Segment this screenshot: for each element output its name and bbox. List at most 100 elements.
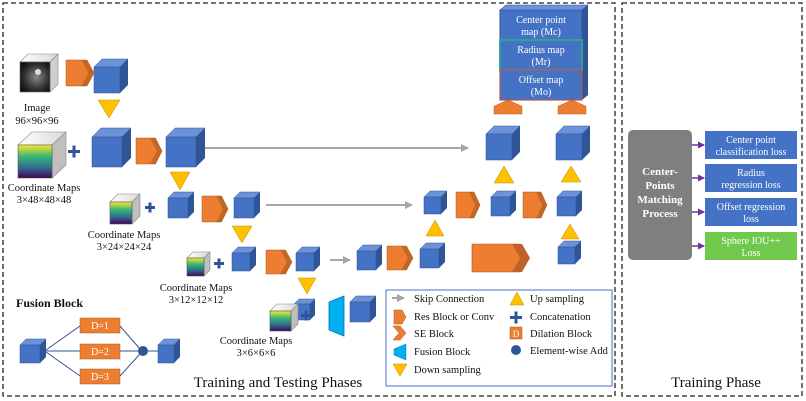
d2-label: D=2 xyxy=(91,347,109,358)
legend-skip: Skip Connection xyxy=(414,294,485,305)
legend-res: Res Block or Conv xyxy=(414,312,495,323)
feature-cube xyxy=(557,240,582,265)
feature-cube xyxy=(555,125,591,161)
coord-map-4 xyxy=(269,303,299,332)
offset-map-line1: Offset map xyxy=(519,75,564,86)
up-sampling-triangle xyxy=(560,165,582,183)
feature-cube xyxy=(167,191,195,219)
res-block xyxy=(455,191,481,219)
res-blocks xyxy=(65,59,548,275)
coord-dims-4: 3×6×6×6 xyxy=(237,348,276,359)
fusion-block-shape xyxy=(328,295,345,337)
fusion-block-title: Fusion Block xyxy=(16,296,83,310)
feature-cube xyxy=(165,127,206,168)
process-line2: Points xyxy=(645,180,675,192)
res-block-icon xyxy=(393,309,407,325)
se-block-icon xyxy=(392,325,407,341)
loss-sphere-line2: Loss xyxy=(742,248,761,259)
legend-box xyxy=(385,289,613,387)
loss-box-radius xyxy=(705,164,797,192)
legend-concat: Concatenation xyxy=(530,312,591,323)
process-line1: Center- xyxy=(642,166,678,178)
input-image xyxy=(19,53,59,93)
feature-cube xyxy=(93,58,129,94)
loss-sphere-line1: Sphere IOU++ xyxy=(721,236,781,247)
coord-map-3 xyxy=(186,251,211,277)
down-sampling-triangle xyxy=(231,225,253,244)
loss-box-offset xyxy=(705,198,797,226)
feature-cube xyxy=(356,244,383,271)
se-block-large xyxy=(512,244,530,272)
feature-cube xyxy=(419,242,446,269)
loss-box-center xyxy=(705,131,797,159)
loss-box-sphere-iou xyxy=(705,232,797,260)
add-icon xyxy=(511,345,521,355)
process-line3: Matching xyxy=(637,194,683,206)
up-sampling-triangle xyxy=(560,223,580,240)
legend-se: SE Block xyxy=(414,329,455,340)
center-map-line2: map (Mc) xyxy=(521,27,561,38)
loss-radius-line2: regression loss xyxy=(721,180,780,191)
up-sampling-triangle xyxy=(425,219,445,237)
down-sampling-triangle xyxy=(169,171,191,191)
res-block xyxy=(522,191,548,219)
res-block xyxy=(265,249,293,275)
plus-icon xyxy=(68,145,80,158)
fusion-diagram xyxy=(19,317,181,385)
coord-label-3: Coordinate Maps xyxy=(160,283,233,294)
res-block xyxy=(386,245,414,271)
coord-dims-3: 3×12×12×12 xyxy=(169,295,224,306)
image-dims: 96×96×96 xyxy=(15,116,58,127)
coord-label-4: Coordinate Maps xyxy=(220,336,293,347)
fusion-icon xyxy=(393,343,407,361)
res-block xyxy=(201,195,229,223)
training-testing-frame xyxy=(2,2,616,397)
loss-radius-line1: Radius xyxy=(737,168,765,179)
loss-arrows xyxy=(692,141,705,250)
radius-map-line1: Radius map xyxy=(517,45,565,56)
coord-map-2 xyxy=(109,193,141,225)
legend-add: Element-wise Add xyxy=(530,346,609,357)
down-sampling-triangle xyxy=(297,277,317,295)
feature-cube xyxy=(556,190,583,217)
loss-center-line1: Center point xyxy=(726,135,776,146)
legend-dilation: Dilation Block xyxy=(530,329,593,340)
dilation-icon xyxy=(509,326,523,340)
down-triangle-icon xyxy=(392,363,408,377)
center-map-line1: Center point xyxy=(516,15,566,26)
up-triangle-icon xyxy=(509,291,525,306)
skip-connections xyxy=(200,144,469,264)
legend-up: Up sampling xyxy=(530,294,585,305)
dilation-icon-letter: D xyxy=(513,329,520,339)
legend: Skip Connection Up sampling Res Block or… xyxy=(392,291,609,377)
radius-map-line2: (Mr) xyxy=(532,57,551,68)
phase-right-label: Training Phase xyxy=(671,375,761,391)
coord-dims-1: 3×48×48×48 xyxy=(17,195,72,206)
down-sampling-triangle xyxy=(97,99,121,119)
plus-icon xyxy=(214,258,224,269)
legend-fusion: Fusion Block xyxy=(414,347,471,358)
output-maps xyxy=(499,4,589,101)
d3-label: D=3 xyxy=(91,372,109,383)
training-frame xyxy=(621,2,803,397)
feature-cubes xyxy=(91,58,591,323)
loss-offset-line2: loss xyxy=(743,214,759,225)
concat-icons xyxy=(68,145,311,321)
coord-map-1 xyxy=(17,131,67,179)
loss-offset-line1: Offset regression xyxy=(717,202,785,213)
feature-cube xyxy=(485,125,521,161)
concat-icon xyxy=(510,311,522,324)
feature-cube xyxy=(423,190,448,215)
legend-down: Down sampling xyxy=(414,365,482,376)
feature-cube xyxy=(349,295,377,323)
loss-center-line2: classification loss xyxy=(716,147,787,158)
process-line4: Process xyxy=(642,208,678,220)
feature-cube xyxy=(91,127,132,168)
feature-cube xyxy=(295,246,321,272)
up-sampling-triangle xyxy=(493,165,515,184)
se-block-head xyxy=(493,99,523,115)
element-wise-add-icon xyxy=(138,346,148,356)
res-block xyxy=(135,137,163,165)
coord-dims-2: 3×24×24×24 xyxy=(97,242,152,253)
image-label: Image xyxy=(24,103,51,114)
